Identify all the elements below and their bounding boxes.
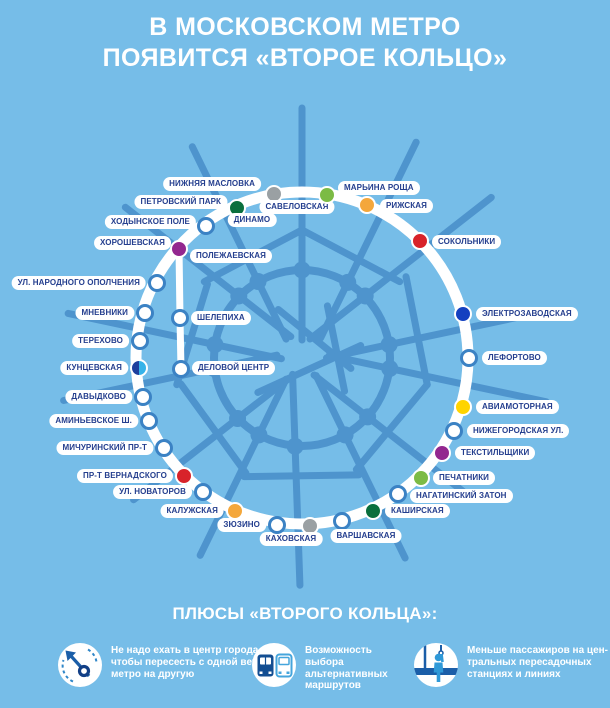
- station-label: НИЖНЯЯ МАСЛОВКА: [163, 177, 261, 191]
- station-label: АВИАМОТОРНАЯ: [476, 400, 559, 414]
- station-dot: [171, 309, 189, 327]
- station-label: ХОРОШЕВСКАЯ: [94, 236, 171, 250]
- station-label: ПОЛЕЖАЕВСКАЯ: [190, 249, 272, 263]
- station-label: МИЧУРИНСКИЙ ПР-Т: [56, 441, 153, 455]
- station-label: АМИНЬЕВСКОЕ Ш.: [49, 414, 138, 428]
- station-label: ПЕЧАТНИКИ: [433, 471, 496, 485]
- station-dot: [130, 359, 148, 377]
- station-label: РИЖСКАЯ: [380, 199, 434, 213]
- station-label: МАРЬИНА РОЩА: [338, 181, 420, 195]
- station-dot: [358, 196, 376, 214]
- ring-transfer-arrow-icon: [58, 643, 102, 687]
- station-label: НАГАТИНСКИЙ ЗАТОН: [410, 489, 513, 503]
- station-dot: [411, 232, 429, 250]
- station-dot: [148, 274, 166, 292]
- station-label: УЛ. НОВАТОРОВ: [113, 485, 192, 499]
- station-label: ЗЮЗИНО: [217, 518, 266, 532]
- station-label: САВЕЛОВСКАЯ: [259, 200, 335, 214]
- station-dot: [175, 467, 193, 485]
- benefit-item-less-crowding: Меньше пассажиров на цен- тральных перес…: [414, 643, 610, 687]
- station-label: ПЕТРОВСКИЙ ПАРК: [134, 195, 227, 209]
- station-label: ЭЛЕКТРОЗАВОДСКАЯ: [476, 307, 578, 321]
- station-label: НИЖЕГОРОДСКАЯ УЛ.: [467, 424, 570, 438]
- benefit-text: Меньше пассажиров на цен- тральных перес…: [467, 645, 609, 680]
- station-dot: [140, 412, 158, 430]
- station-label: ДИНАМО: [227, 213, 277, 227]
- station-dot: [318, 186, 336, 204]
- station-label: ДАВЫДКОВО: [65, 390, 132, 404]
- station-label: КУНЦЕВСКАЯ: [60, 361, 128, 375]
- station-label: МНЕВНИКИ: [75, 306, 134, 320]
- station-dot: [454, 398, 472, 416]
- two-trains-icon: [252, 643, 296, 687]
- station-dot: [268, 516, 286, 534]
- station-label: ПР-Т ВЕРНАДСКОГО: [77, 469, 173, 483]
- station-label: ДЕЛОВОЙ ЦЕНТР: [192, 361, 276, 375]
- benefit-text: Возможность выбора альтернативных маршру…: [305, 645, 388, 692]
- station-dot: [433, 444, 451, 462]
- station-label: КАХОВСКАЯ: [259, 532, 323, 546]
- station-label: ВАРШАВСКАЯ: [330, 529, 402, 543]
- benefit-item-alternative-routes: Возможность выбора альтернативных маршру…: [252, 643, 412, 692]
- station-label: ШЕЛЕПИХА: [191, 311, 251, 325]
- station-dot: [445, 422, 463, 440]
- station-dot: [389, 485, 407, 503]
- benefit-text: Не надо ехать в центр города, чтобы пере…: [111, 645, 268, 680]
- station-dot: [226, 502, 244, 520]
- benefit-item-no-center-transfer: Не надо ехать в центр города, чтобы пере…: [58, 643, 270, 687]
- station-dot: [197, 217, 215, 235]
- station-dot: [170, 240, 188, 258]
- station-label: ТЕРЕХОВО: [72, 334, 129, 348]
- station-dot: [134, 388, 152, 406]
- station-label: КАЛУЖСКАЯ: [160, 504, 224, 518]
- station-label: КАШИРСКАЯ: [385, 504, 450, 518]
- station-dot: [172, 360, 190, 378]
- benefits-heading: ПЛЮСЫ «ВТОРОГО КОЛЬЦА»:: [172, 604, 438, 623]
- station-dot: [131, 332, 149, 350]
- station-label: ТЕКСТИЛЬЩИКИ: [455, 446, 536, 460]
- station-dot: [194, 483, 212, 501]
- station-dot: [136, 304, 154, 322]
- station-label: СОКОЛЬНИКИ: [432, 235, 502, 249]
- station-dot: [364, 502, 382, 520]
- station-dot: [155, 439, 173, 457]
- station-dot: [412, 469, 430, 487]
- station-label: ХОДЫНСКОЕ ПОЛЕ: [104, 215, 196, 229]
- station-label: ЛЕФОРТОВО: [482, 351, 547, 365]
- standing-passenger-icon: [414, 643, 458, 687]
- station-dot: [460, 349, 478, 367]
- station-dot: [333, 512, 351, 530]
- station-dot: [454, 305, 472, 323]
- station-label: УЛ. НАРОДНОГО ОПОЛЧЕНИЯ: [11, 276, 146, 290]
- poster-title: В МОСКОВСКОМ МЕТРО ПОЯВИТСЯ «ВТОРОЕ КОЛЬ…: [102, 13, 508, 72]
